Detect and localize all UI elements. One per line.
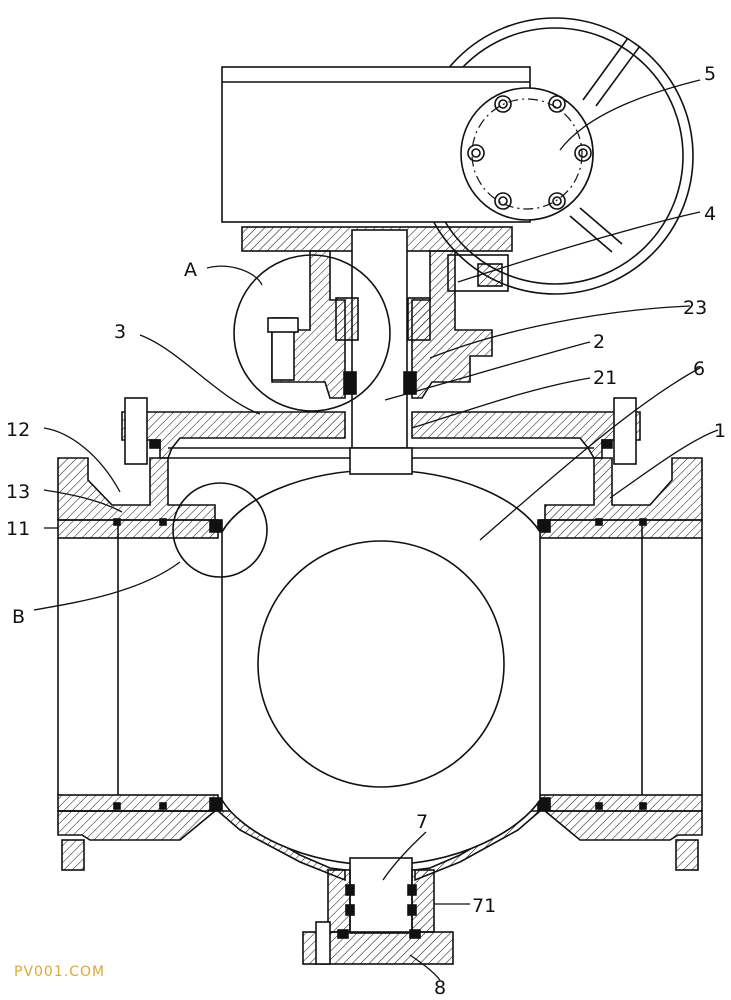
label-a: A	[184, 259, 197, 281]
label-13: 13	[6, 481, 30, 503]
detail-circle-a	[233, 254, 391, 412]
label-3: 3	[114, 321, 126, 343]
label-21: 21	[593, 367, 617, 389]
label-5: 5	[704, 63, 716, 85]
label-4: 4	[704, 203, 716, 225]
label-7: 7	[416, 811, 428, 833]
bracket	[267, 250, 509, 399]
bottom-cap	[302, 921, 454, 965]
lower-trunnion	[327, 857, 435, 934]
ball	[221, 447, 541, 866]
gearbox	[221, 66, 594, 252]
label-1: 1	[714, 420, 726, 442]
leader-lines	[33, 79, 719, 981]
label-b: B	[12, 606, 25, 628]
watermark: PV001.COM	[14, 964, 106, 980]
label-23: 23	[683, 297, 707, 319]
top-cover	[121, 397, 641, 465]
part-labels: 5 4 A 23 3 2 21 6 1 12 13 11 B 7 71 8	[6, 63, 726, 999]
detail-circle-b	[172, 482, 268, 578]
label-12: 12	[6, 419, 30, 441]
label-2: 2	[593, 331, 605, 353]
valve-stem	[335, 229, 431, 481]
label-71: 71	[472, 895, 496, 917]
label-11: 11	[6, 518, 30, 540]
label-6: 6	[693, 358, 705, 380]
label-8: 8	[434, 977, 446, 999]
